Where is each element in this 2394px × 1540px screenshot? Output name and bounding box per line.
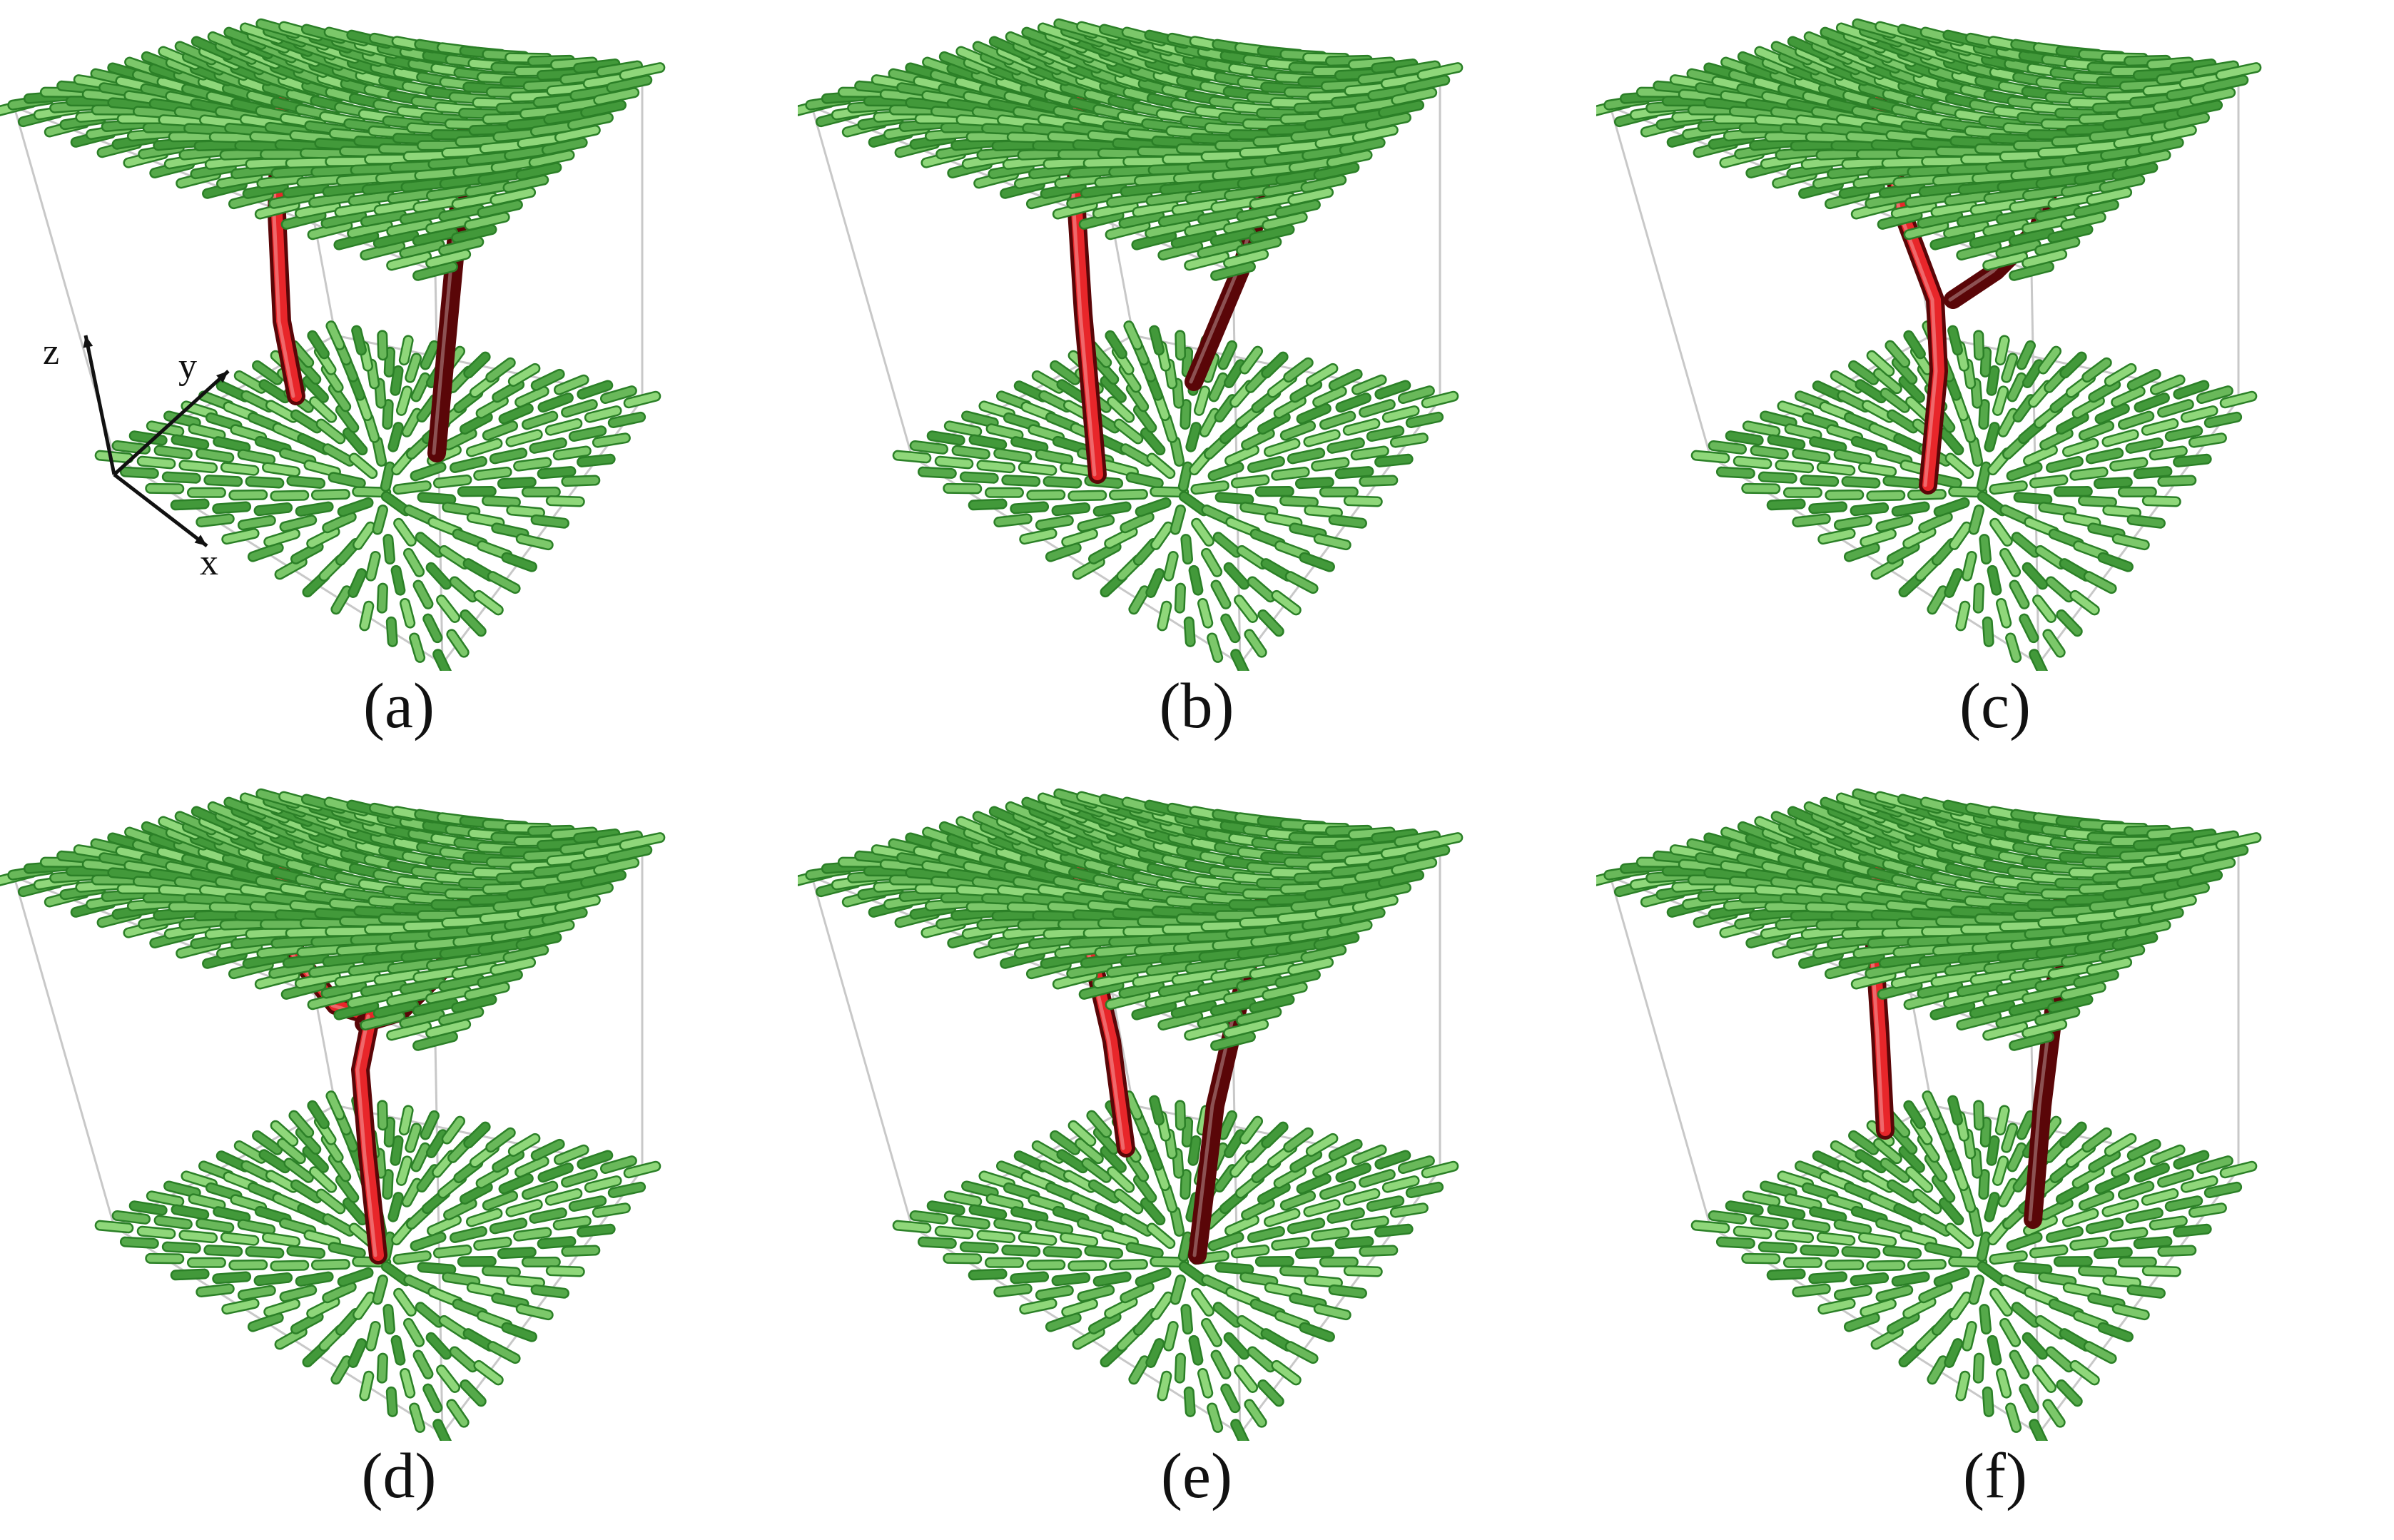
panel-d: (d)	[0, 770, 798, 1540]
panel-caption: (d)	[361, 1441, 437, 1511]
cube-diagram	[1596, 788, 2262, 1441]
bottom-director-field	[94, 320, 661, 671]
axes-triad	[83, 335, 230, 547]
x-axis-label: x	[200, 542, 218, 583]
panel-c: (c)	[1596, 0, 2394, 770]
panel-e: (e)	[798, 770, 1596, 1540]
cube-diagram	[798, 788, 1464, 1441]
top-director-field	[1596, 788, 2262, 1051]
panel-caption: (f)	[1963, 1441, 2027, 1511]
bottom-director-field	[892, 320, 1459, 671]
panel-b: (b)	[798, 0, 1596, 770]
cube-diagram	[1596, 18, 2262, 671]
panel-caption: (c)	[1959, 671, 2031, 741]
cube-diagram: x y z	[0, 18, 666, 671]
top-director-field	[798, 18, 1464, 281]
top-director-field	[1596, 18, 2262, 281]
top-director-field	[798, 788, 1464, 1051]
bottom-director-field	[1690, 1090, 2258, 1441]
top-director-field	[0, 18, 666, 281]
panel-f: (f)	[1596, 770, 2394, 1540]
z-axis-label: z	[43, 332, 59, 373]
panel-a: x y z (a)	[0, 0, 798, 770]
bottom-director-field	[892, 1090, 1459, 1441]
cube-diagram	[798, 18, 1464, 671]
y-axis-label: y	[178, 346, 197, 387]
cube-diagram	[0, 788, 666, 1441]
bottom-director-field	[1690, 320, 2258, 671]
panel-caption: (e)	[1161, 1441, 1232, 1511]
panel-caption: (b)	[1159, 671, 1234, 741]
bottom-director-field	[94, 1090, 661, 1441]
top-director-field	[0, 788, 666, 1051]
panel-caption: (a)	[363, 671, 435, 741]
